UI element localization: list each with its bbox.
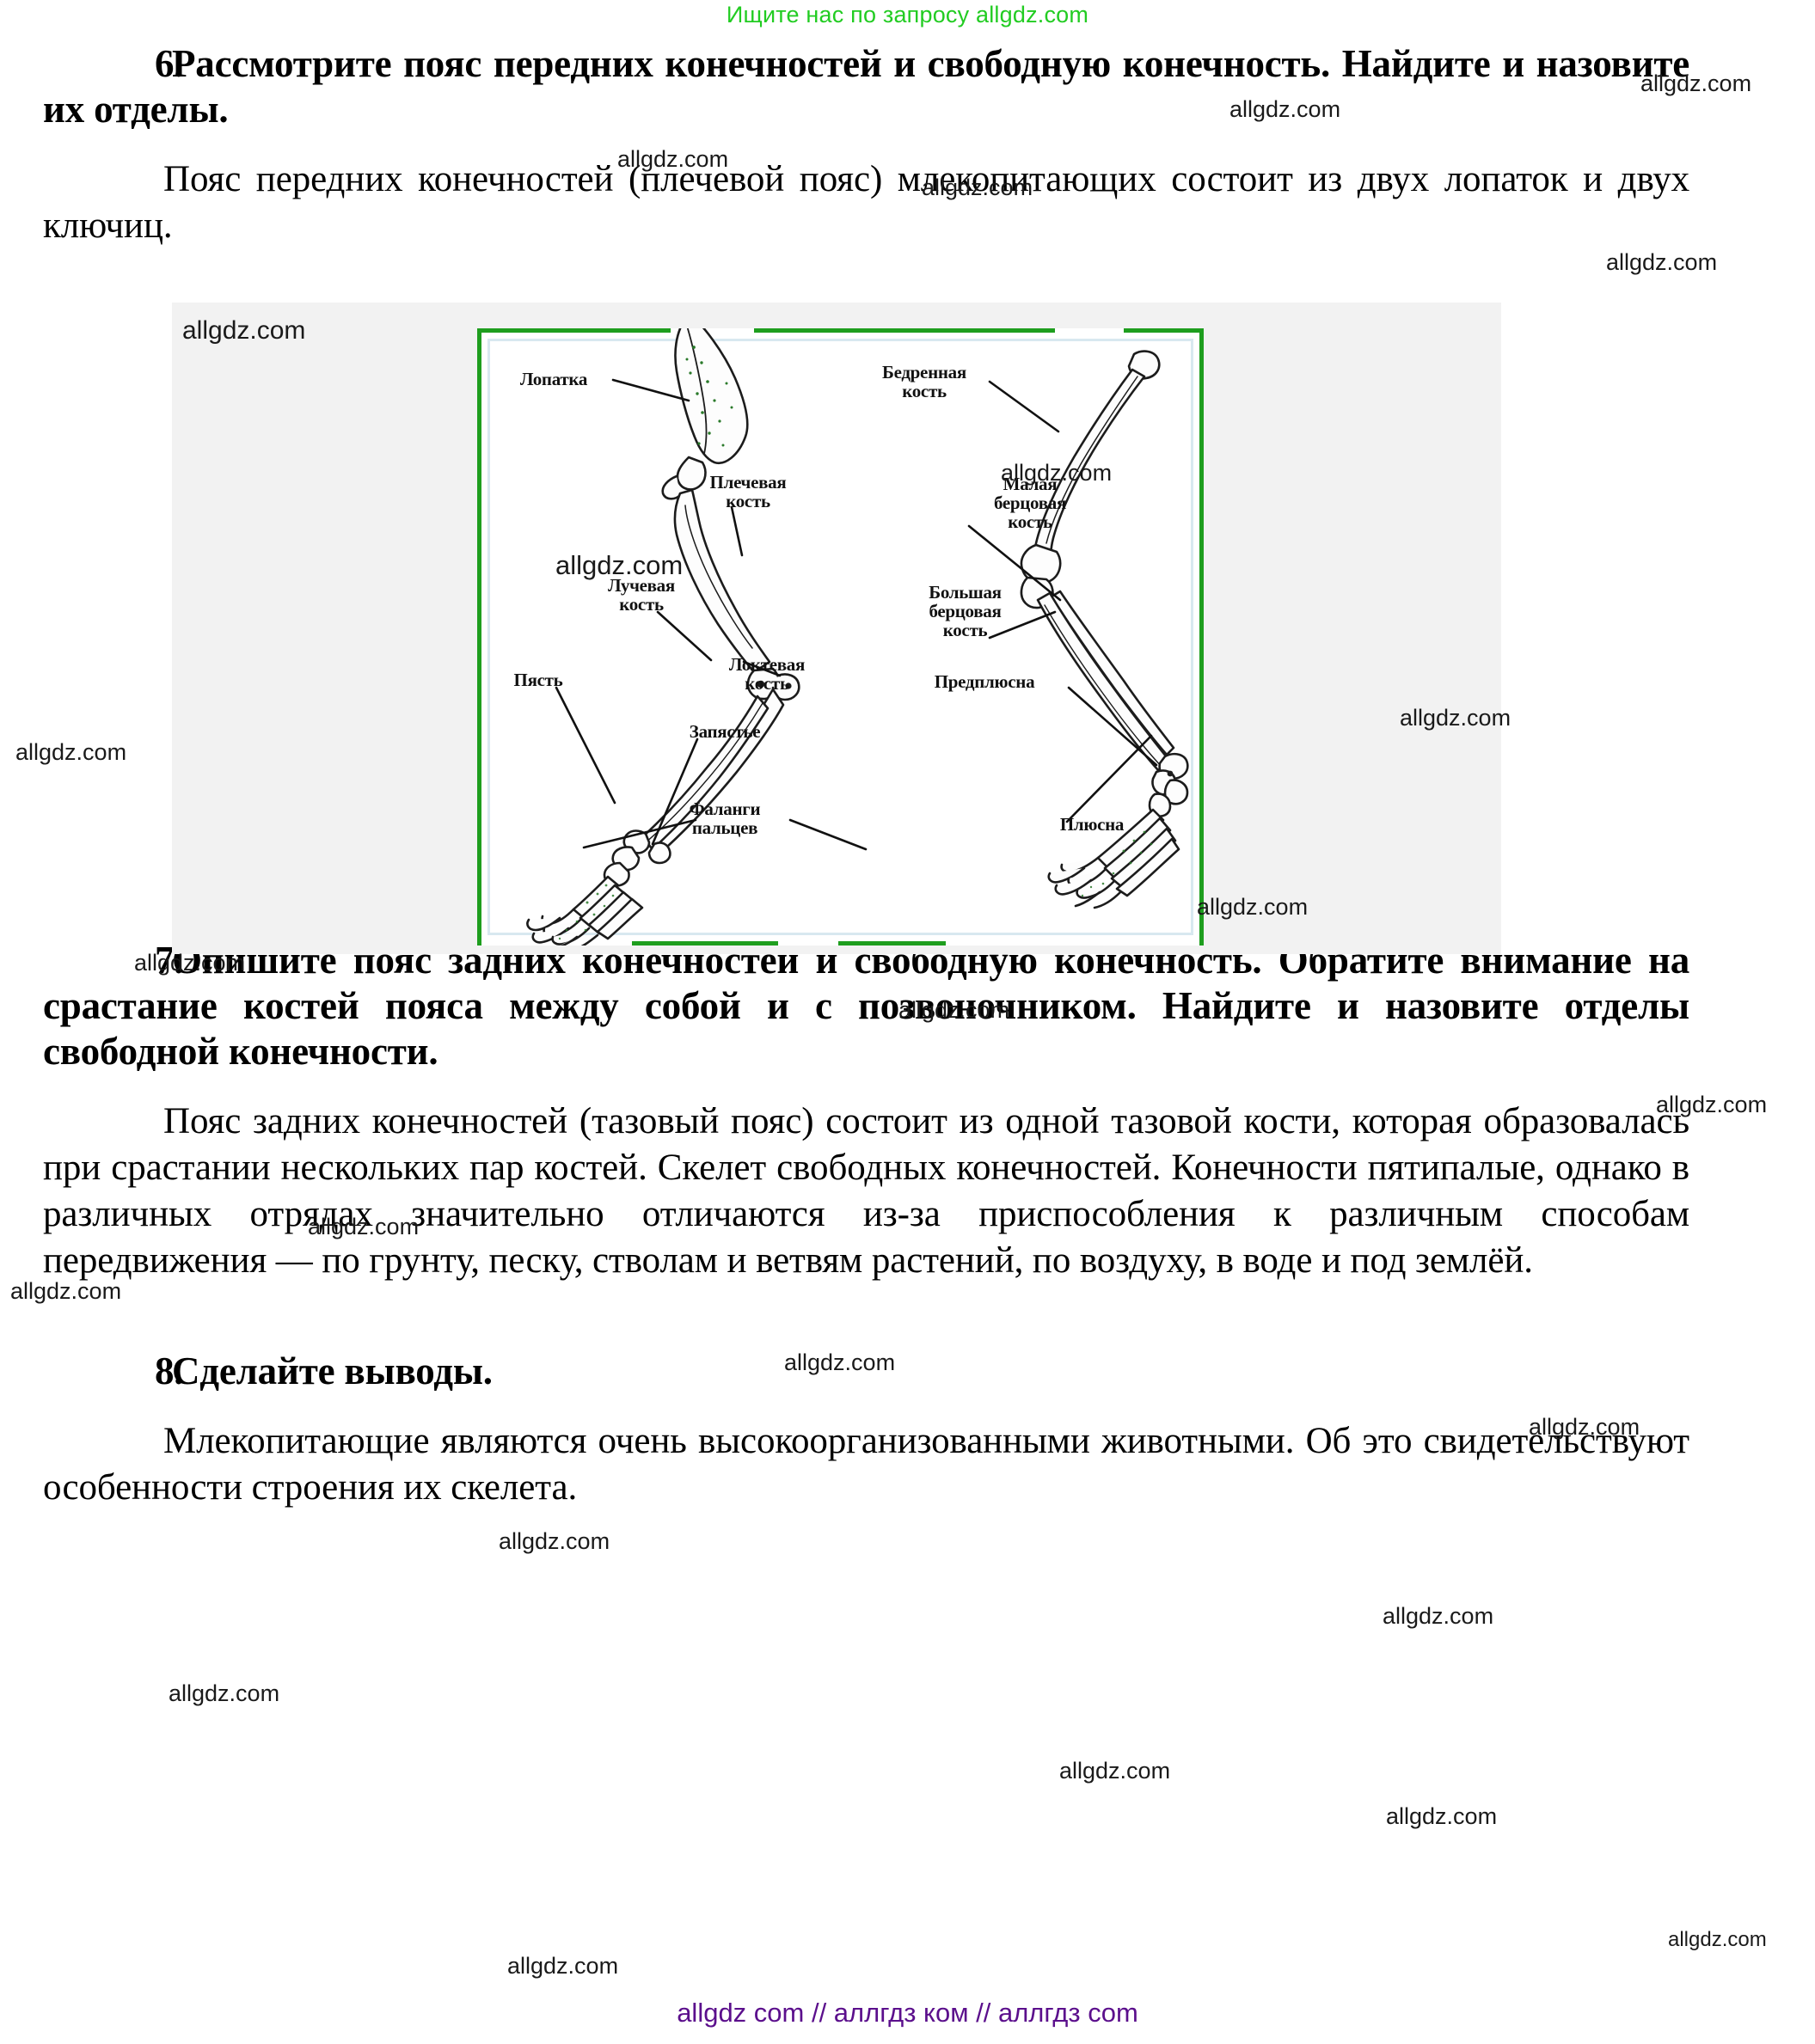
task-7-heading: 7.Опишите пояс задних конечностей и своб… bbox=[43, 938, 1689, 1074]
task-8-heading: 8.Сделайте выводы. bbox=[43, 1349, 1689, 1394]
footer-site-link[interactable]: allgdz com // аллгдз ком // аллгдз com bbox=[677, 1998, 1138, 2028]
spacer bbox=[43, 1399, 1689, 1418]
task-6-heading-text: Рассмотрите пояс передних конечностей и … bbox=[43, 42, 1689, 132]
task-7-answer: Пояс задних конечностей (тазовый пояс) с… bbox=[43, 1100, 1689, 1282]
watermark-19: allgdz.com bbox=[1383, 1603, 1494, 1629]
frame-inner-rule bbox=[487, 339, 490, 935]
frame-inner-rule bbox=[487, 933, 1193, 935]
watermark-22: allgdz.com bbox=[1386, 1803, 1498, 1829]
figure-label-scapula: Лопатка bbox=[519, 369, 588, 389]
spacer bbox=[43, 138, 1689, 156]
frame-inner-rule bbox=[487, 339, 1193, 341]
frame-edge-top bbox=[1124, 328, 1204, 333]
document-body: 6.Рассмотрите пояс передних конечностей … bbox=[43, 41, 1689, 1511]
frame-edge-top bbox=[754, 328, 1055, 333]
task-7-heading-text: Опишите пояс задних конечностей и свобод… bbox=[43, 938, 1689, 1073]
figure-label-tarsus: Предплюсна bbox=[934, 671, 1035, 692]
task-6-heading: 6.Рассмотрите пояс передних конечностей … bbox=[43, 41, 1689, 132]
frame-inner-rule bbox=[1191, 339, 1193, 935]
frame-edge-right bbox=[1199, 328, 1204, 946]
watermark-23: allgdz.com bbox=[1668, 1928, 1767, 1951]
figure-label-humerus: Плечевая кость bbox=[709, 472, 787, 512]
figure-label-metatarsus: Плюсна bbox=[1059, 814, 1125, 835]
task-7-number: 7. bbox=[155, 938, 184, 982]
spacer bbox=[43, 1285, 1689, 1349]
frame-edge-left bbox=[477, 328, 481, 946]
task-8-heading-text: Сделайте выводы. bbox=[172, 1349, 493, 1392]
figure-label-femur: Бедренная кость bbox=[882, 362, 966, 402]
frame-edge-bottom bbox=[632, 941, 778, 946]
figure-label-fibula: Малая берцовая кость bbox=[993, 474, 1067, 533]
figure-label-carpus: Запястье bbox=[689, 721, 761, 742]
watermark-18: allgdz.com bbox=[499, 1528, 610, 1554]
task-6-answer: Пояс передних конечностей (плечевой пояс… bbox=[43, 159, 1689, 247]
frame-edge-bottom bbox=[838, 941, 946, 946]
promo-banner: Ищите нас по запросу allgdz.com bbox=[726, 2, 1089, 28]
task-8-number: 8. bbox=[155, 1349, 184, 1392]
watermark-20: allgdz.com bbox=[169, 1680, 280, 1706]
frame-edge-top bbox=[477, 328, 671, 333]
figure-label-ulna: Локтевая кость bbox=[728, 654, 806, 695]
skeleton-illustration bbox=[526, 328, 1189, 946]
figure-label-tibia: Большая берцовая кость bbox=[929, 582, 1002, 641]
task-8-answer: Млекопитающие являются очень высокоорган… bbox=[43, 1420, 1689, 1508]
watermark-24: allgdz.com bbox=[507, 1953, 619, 1979]
figure-label-radius: Лучевая кость bbox=[608, 575, 675, 615]
figure-label-phalanges: Фаланги пальцев bbox=[689, 799, 761, 839]
spacer bbox=[43, 1080, 1689, 1098]
figure-label-metacarpus: Пясть bbox=[513, 670, 563, 690]
watermark-21: allgdz.com bbox=[1059, 1758, 1171, 1784]
task-6-number: 6. bbox=[155, 42, 184, 85]
